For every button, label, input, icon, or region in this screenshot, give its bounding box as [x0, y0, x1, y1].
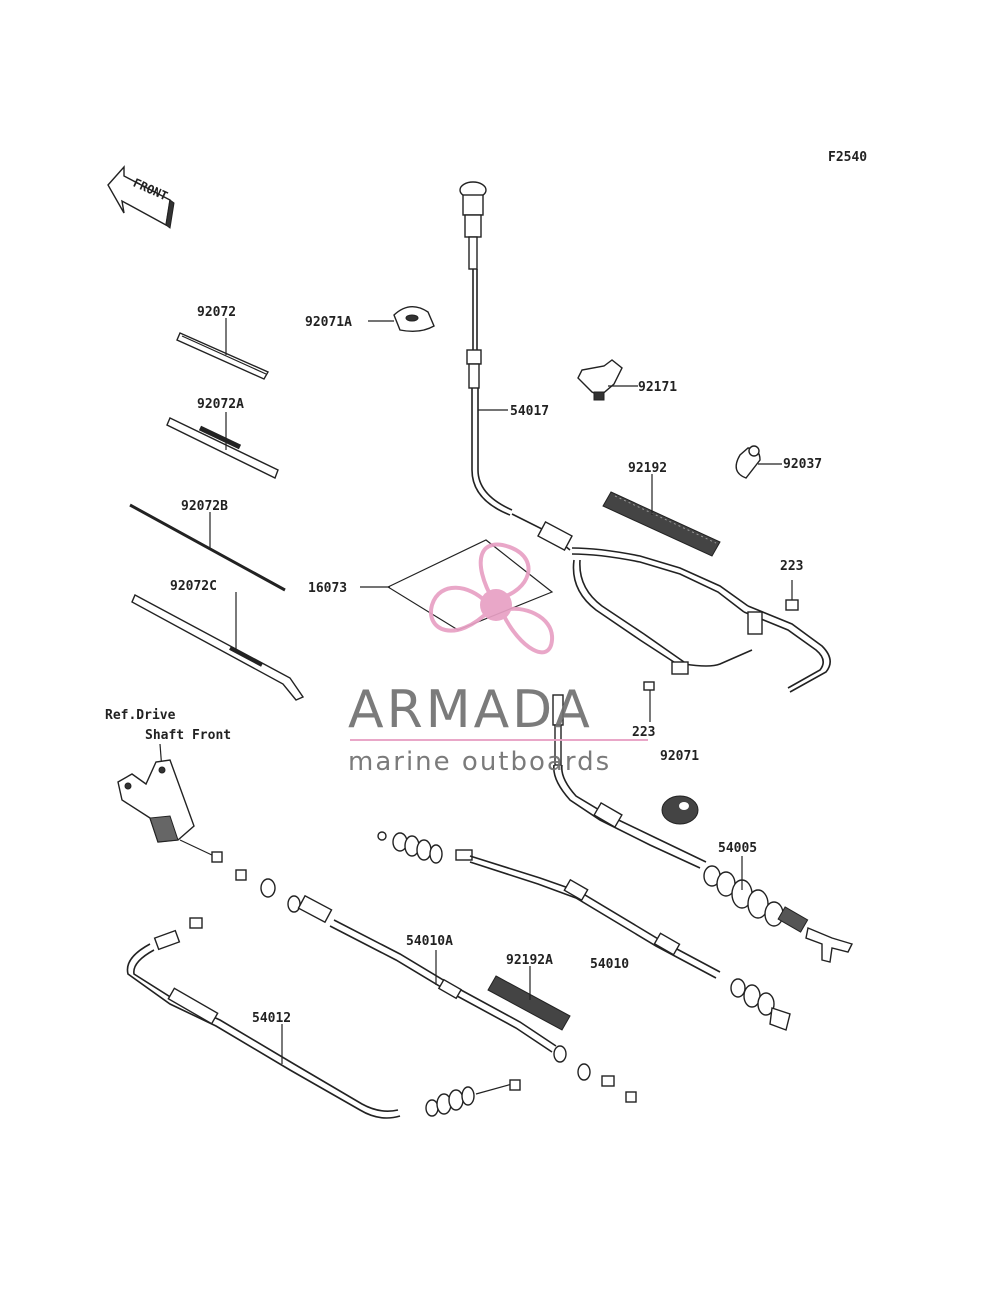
label-92171: 92171	[638, 380, 677, 395]
cable-54010	[377, 831, 791, 1031]
cable-tie-92072	[176, 318, 269, 380]
cable-54010a	[179, 839, 637, 1103]
grommet-92071a	[368, 306, 435, 333]
label-223-upper: 223	[780, 559, 803, 574]
protector-92192	[602, 474, 721, 557]
label-92192a: 92192A	[506, 953, 553, 968]
label-92072b: 92072B	[181, 499, 228, 514]
armada-watermark: ARMADA marine outboards	[348, 542, 648, 777]
label-54012: 54012	[252, 1011, 291, 1026]
note-line2: Shaft Front	[145, 728, 231, 743]
front-arrow-icon: FRONT	[107, 165, 175, 229]
cable-assembly-upper	[511, 513, 831, 693]
cable-54012	[126, 917, 521, 1119]
label-54017: 54017	[510, 404, 549, 419]
cable-tie-92072a	[166, 412, 279, 479]
watermark-tagline: marine outboards	[348, 747, 611, 777]
boot-54010-top	[392, 832, 443, 864]
label-54005: 54005	[718, 841, 757, 856]
label-92072a: 92072A	[197, 397, 244, 412]
label-54010: 54010	[590, 957, 629, 972]
cable-54005	[552, 694, 853, 963]
label-92072: 92072	[197, 305, 236, 320]
label-92192: 92192	[628, 461, 667, 476]
label-92071: 92071	[660, 749, 699, 764]
drive-shaft-bracket	[117, 759, 195, 843]
boot-54012	[425, 1086, 475, 1117]
watermark-brand: ARMADA	[348, 680, 593, 740]
label-16073: 16073	[308, 581, 347, 596]
clamp-92171	[577, 359, 638, 401]
figure-code: F2540	[828, 150, 867, 165]
choke-cable-54017	[459, 181, 513, 516]
label-92037: 92037	[783, 457, 822, 472]
label-54010a: 54010A	[406, 934, 453, 949]
cable-tie-92072b	[129, 502, 287, 592]
label-223-lower: 223	[632, 725, 655, 740]
cable-tie-92072c	[131, 592, 305, 701]
label-92072c: 92072C	[170, 579, 217, 594]
clamp-92037	[735, 445, 782, 479]
protector-92192a	[487, 966, 571, 1031]
bolt-223-lower	[643, 681, 655, 722]
propeller-logo-icon	[428, 542, 554, 655]
label-92071a: 92071A	[305, 315, 352, 330]
boot-54005	[703, 865, 853, 963]
grommet-92071	[661, 795, 699, 825]
note-line1: Ref.Drive	[105, 708, 176, 723]
boot-54010-bottom	[730, 978, 791, 1031]
